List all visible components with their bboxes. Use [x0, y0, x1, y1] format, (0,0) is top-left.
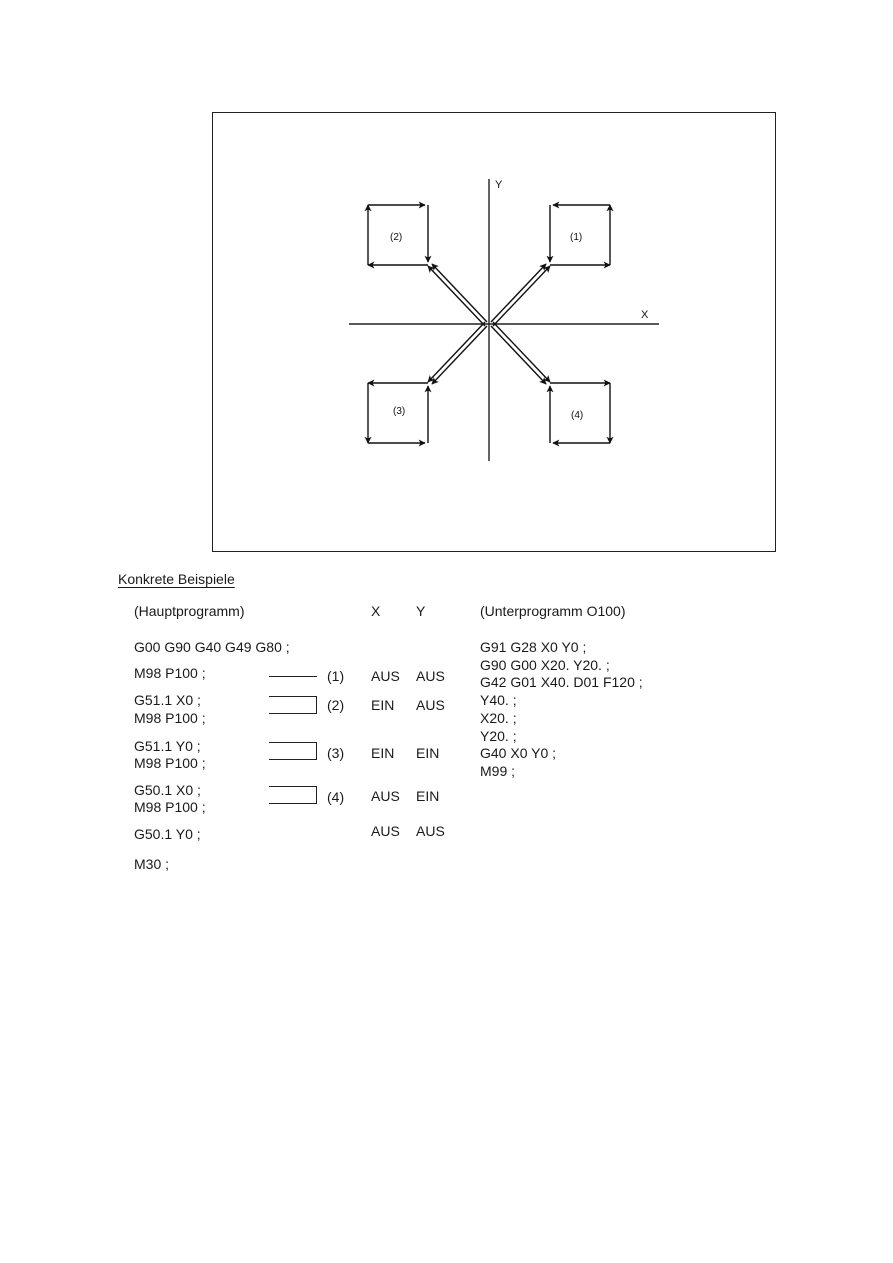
sub-line-2: G90 G00 X20. Y20. ; [480, 657, 610, 673]
marker-label-4: (4) [327, 789, 345, 805]
quadrant-label-4: (4) [571, 410, 583, 421]
sub-line-7: G40 X0 Y0 ; [480, 745, 557, 761]
main-line-8: M98 P100 ; [134, 799, 206, 815]
x-column-header: X [371, 603, 381, 619]
main-program-header: (Hauptprogramm) [134, 603, 245, 619]
state-y-4: EIN [416, 788, 440, 804]
marker-label-2: (2) [327, 697, 345, 713]
main-line-5: G51.1 Y0 ; [134, 738, 201, 754]
state-x-5: AUS [371, 823, 400, 839]
state-y-1: AUS [416, 668, 445, 684]
y-axis-label: Y [495, 179, 503, 191]
main-line-7: G50.1 X0 ; [134, 782, 201, 798]
sub-line-4: Y40. ; [480, 692, 517, 708]
state-x-3: EIN [371, 745, 395, 761]
main-line-2: M98 P100 ; [134, 665, 206, 681]
quadrant-2-path [364, 201, 488, 327]
sub-line-5: X20. ; [480, 710, 517, 726]
marker-connector-1 [269, 676, 317, 677]
quadrant-label-2: (2) [390, 232, 402, 243]
quadrant-3-path [364, 321, 488, 447]
main-line-9: G50.1 Y0 ; [134, 826, 201, 842]
marker-bracket-4 [269, 786, 317, 804]
marker-bracket-3 [269, 742, 317, 760]
state-x-2: EIN [371, 697, 395, 713]
main-line-10: M30 ; [134, 856, 170, 872]
x-axis-label: X [641, 309, 649, 321]
marker-label-3: (3) [327, 745, 345, 761]
state-x-1: AUS [371, 668, 400, 684]
section-heading: Konkrete Beispiele [118, 571, 235, 587]
quadrant-label-1: (1) [570, 232, 582, 243]
main-line-1: G00 G90 G40 G49 G80 ; [134, 639, 290, 655]
marker-bracket-2 [269, 696, 317, 714]
main-line-6: M98 P100 ; [134, 755, 206, 771]
state-y-3: EIN [416, 745, 440, 761]
sub-line-3: G42 G01 X40. D01 F120 ; [480, 674, 643, 690]
quadrant-4-path [490, 321, 614, 447]
sub-line-6: Y20. ; [480, 728, 517, 744]
sub-line-1: G91 G28 X0 Y0 ; [480, 639, 587, 655]
quadrant-1-path [490, 201, 614, 327]
main-line-4: M98 P100 ; [134, 710, 206, 726]
main-line-3: G51.1 X0 ; [134, 692, 201, 708]
state-y-2: AUS [416, 697, 445, 713]
figure-frame: X Y (1) (2) (3) [212, 112, 776, 552]
state-y-5: AUS [416, 823, 445, 839]
mirror-path-diagram: X Y (1) (2) (3) [349, 179, 659, 461]
marker-label-1: (1) [327, 668, 345, 684]
sub-program-header: (Unterprogramm O100) [480, 603, 626, 619]
quadrant-label-3: (3) [393, 406, 405, 417]
y-column-header: Y [416, 603, 426, 619]
state-x-4: AUS [371, 788, 400, 804]
sub-line-8: M99 ; [480, 763, 516, 779]
